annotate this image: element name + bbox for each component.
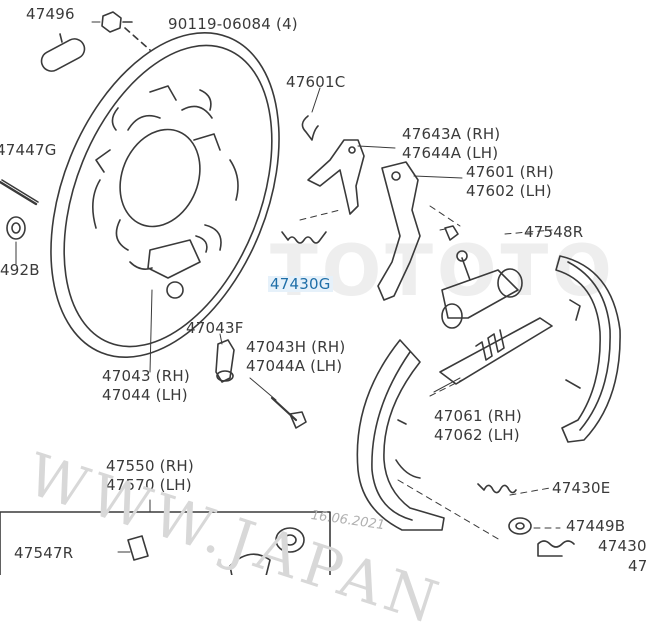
label-47043h: 47043H (RH) [246, 338, 346, 356]
strut-part [377, 161, 421, 301]
label-47044a: 47044A (LH) [246, 357, 343, 375]
label-47447g: 47447G [0, 141, 57, 159]
brake-shoe-rear [555, 255, 621, 443]
label-47044: 47044 (LH) [102, 386, 188, 404]
spring-part [281, 231, 327, 244]
label-90119: 90119-06084 (4) [168, 15, 298, 33]
label-47062: 47062 (LH) [434, 426, 520, 444]
label-47449b: 47449B [566, 517, 626, 535]
label-47430e: 47430E [552, 479, 611, 497]
adjuster [439, 317, 553, 385]
label-492b: 492B [0, 261, 40, 279]
clip-part [301, 115, 319, 141]
label-47547r: 47547R [14, 544, 74, 562]
plug-part [40, 38, 86, 72]
backing-plate [50, 32, 280, 358]
label-47550: 47550 (RH) [106, 457, 194, 475]
label-47430: 47430 [598, 537, 647, 555]
label-47430g[interactable]: 47430G [268, 275, 333, 293]
label-47601: 47601 (RH) [466, 163, 554, 181]
brake-shoe-front [356, 339, 445, 531]
label-47043: 47043 (RH) [102, 367, 190, 385]
label-47644a: 47644A (LH) [402, 144, 499, 162]
label-47-edge: 47 [628, 557, 648, 575]
wheel-cylinder [441, 250, 523, 329]
watermark-faint: TOTOTO [270, 230, 616, 312]
pin-part [270, 396, 307, 429]
bolt-part [101, 11, 133, 33]
label-47548r: 47548R [524, 223, 584, 241]
label-47601c: 47601C [286, 73, 346, 91]
label-47643a: 47643A (RH) [402, 125, 501, 143]
parts-diagram [0, 11, 621, 575]
label-47602: 47602 (LH) [466, 182, 552, 200]
label-47570: 47570 (LH) [106, 476, 192, 494]
label-47496: 47496 [26, 5, 75, 23]
label-47043f: 47043F [186, 319, 244, 337]
lever-part [307, 139, 365, 215]
label-47061: 47061 (RH) [434, 407, 522, 425]
